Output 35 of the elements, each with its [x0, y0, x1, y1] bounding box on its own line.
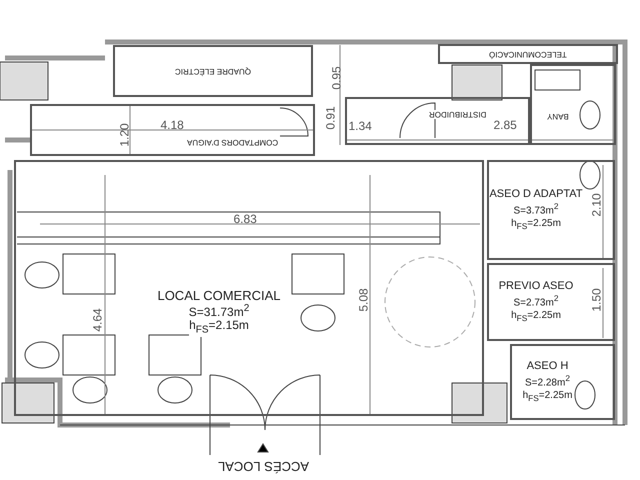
- room-name: ASEO D ADAPTAT: [489, 188, 583, 200]
- room-outline: [345, 97, 530, 145]
- room-name: LOCAL COMERCIAL: [157, 289, 281, 302]
- height-label: h$_{FS}$=2.25m: [522, 390, 572, 404]
- dimension-label: 5.08: [356, 288, 370, 312]
- dimension-label: 2.10: [589, 193, 604, 217]
- dimension-label: 0.91: [323, 106, 338, 130]
- room-name: ASEO H: [526, 360, 568, 372]
- dimension-label: 6.83: [234, 212, 257, 226]
- dimension-label: 2.85: [494, 118, 517, 132]
- room-name: PREVIO ASEO: [498, 280, 574, 292]
- dimension-label: 4.64: [90, 308, 104, 332]
- height-label: h$_{FS}$=2.25m: [511, 218, 561, 232]
- area-label: S=31.73m$^{2}$: [188, 302, 250, 320]
- room-name: BANY: [547, 112, 569, 121]
- room-outline: [487, 160, 615, 260]
- room-name: DISTRIBUIDOR: [428, 110, 486, 118]
- room-outline: [510, 344, 615, 420]
- room-name: COMPTADORS D'AIGUA: [186, 138, 278, 146]
- dimension-label: 4.18: [160, 118, 184, 132]
- room-outline: [530, 64, 616, 145]
- room-outline: [438, 44, 618, 64]
- dimension-label: 0.95: [329, 66, 344, 90]
- room-outline: [30, 104, 315, 156]
- dimension-label: 1.34: [348, 119, 372, 133]
- room-outline: [487, 263, 615, 341]
- room-outline: [113, 45, 313, 97]
- height-label: h$_{FS}$=2.25m: [511, 310, 561, 324]
- room-outline: [14, 160, 484, 416]
- dimension-label: 1.50: [589, 288, 604, 312]
- height-label: h$_{FS}$=2.15m: [189, 319, 249, 337]
- room-name: QUADRE ELÈCTRIC: [174, 66, 251, 76]
- entrance-label: ACCÉS LOCAL: [218, 458, 309, 474]
- room-name: TELECOMUNICACIÓ: [489, 50, 567, 58]
- dimension-label: 1.20: [117, 123, 132, 147]
